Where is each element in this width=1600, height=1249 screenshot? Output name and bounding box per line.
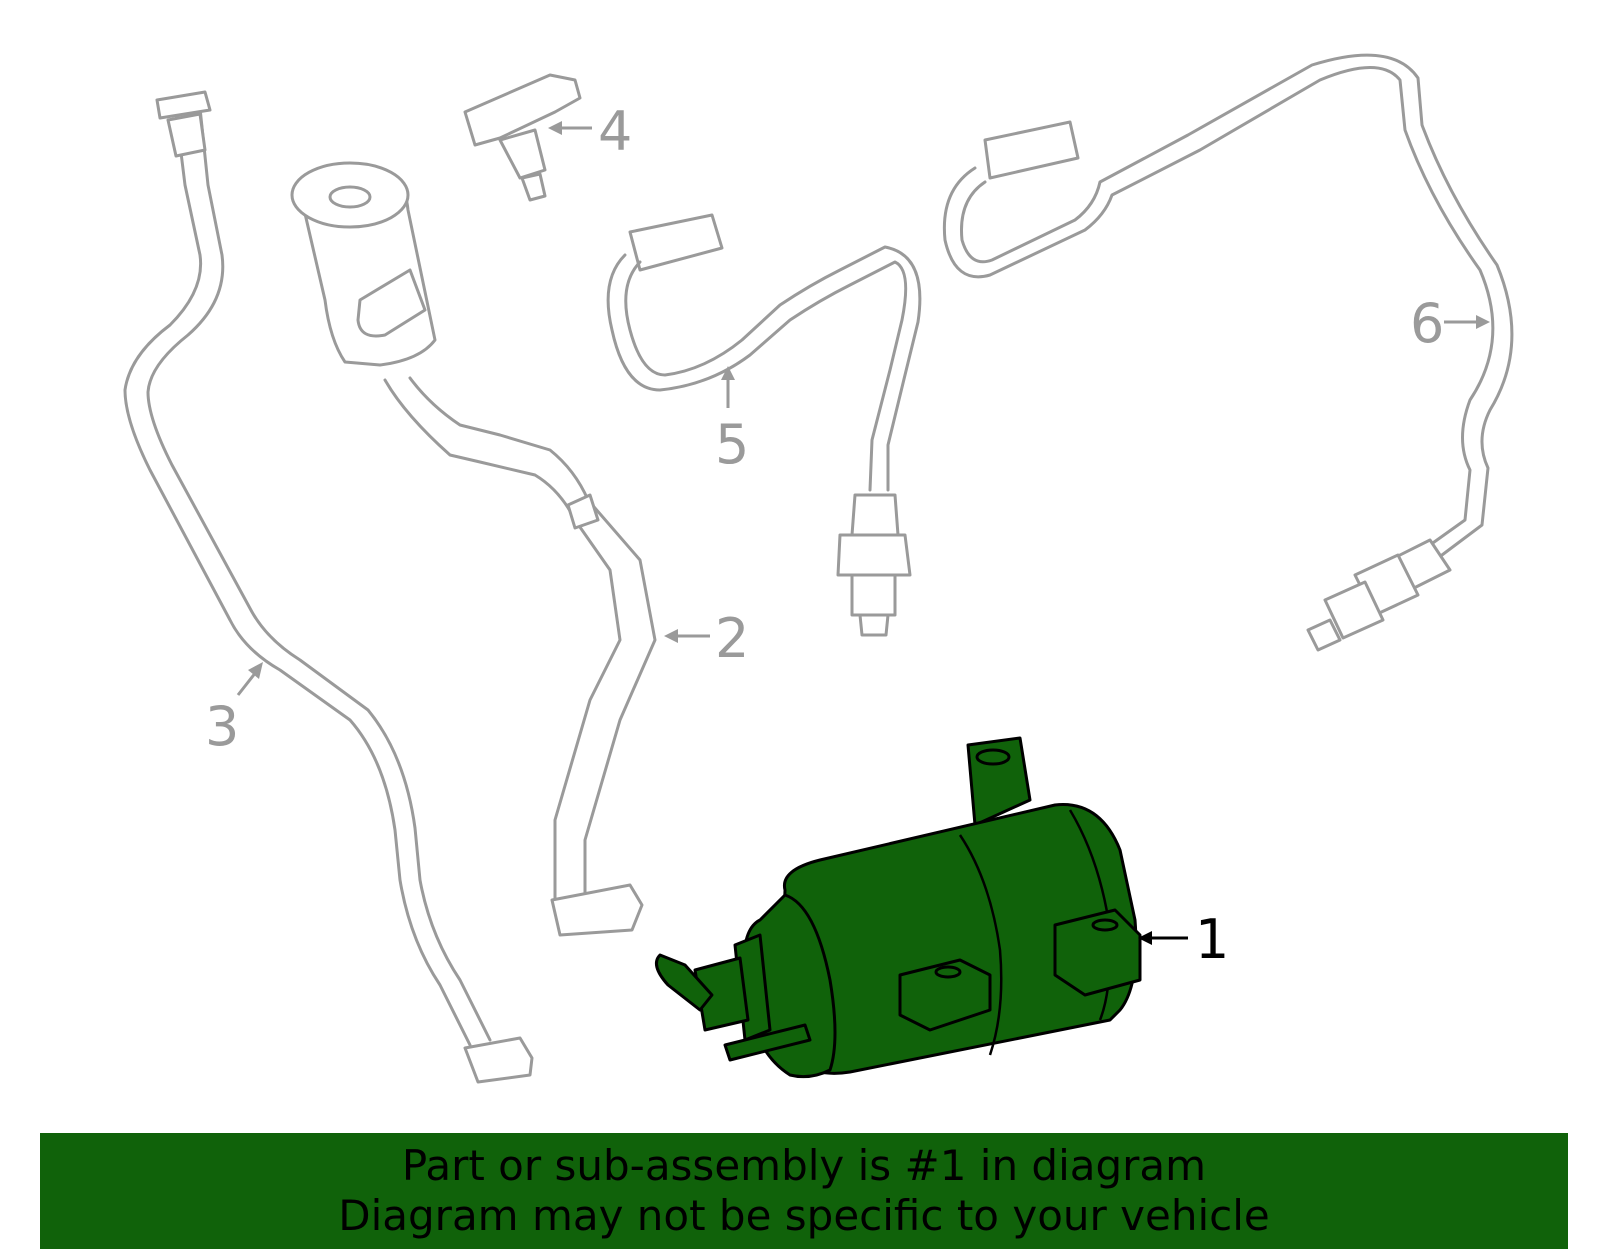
hose-part-3[interactable] bbox=[123, 90, 534, 1084]
callout-number-1: 1 bbox=[1195, 908, 1229, 971]
callout-number-4: 4 bbox=[598, 100, 632, 163]
tube-part-2[interactable] bbox=[290, 161, 657, 937]
banner-line-1: Part or sub-assembly is #1 in diagram bbox=[401, 1141, 1207, 1190]
oxygen-sensor-part-6[interactable] bbox=[942, 53, 1514, 652]
banner-line-2: Diagram may not be specific to your vehi… bbox=[338, 1191, 1270, 1240]
sensor-part-4[interactable] bbox=[463, 73, 582, 202]
callout-number-2: 2 bbox=[715, 607, 749, 670]
info-banner: Part or sub-assembly is #1 in diagram Di… bbox=[40, 1133, 1568, 1249]
callout-number-5: 5 bbox=[715, 413, 749, 476]
parts-diagram: 1 2 3 4 5 6 bbox=[123, 53, 1514, 1084]
callout-number-6: 6 bbox=[1410, 292, 1444, 355]
canister-part-1[interactable] bbox=[654, 736, 1142, 1079]
leader-lines bbox=[236, 121, 1490, 945]
oxygen-sensor-part-5[interactable] bbox=[606, 213, 922, 637]
callout-number-3: 3 bbox=[205, 695, 239, 758]
